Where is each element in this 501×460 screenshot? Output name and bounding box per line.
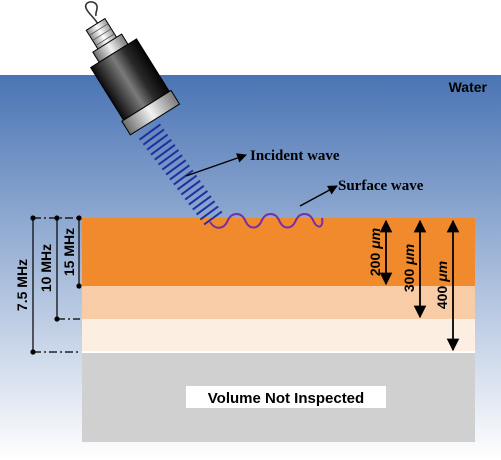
depth-arrows (379, 219, 460, 352)
incident-wave-front (173, 169, 194, 186)
incident-wave-front (157, 149, 180, 166)
incident-wave-front (146, 133, 169, 151)
incident-wave-front (180, 179, 201, 196)
depth-300-label: 300μm (401, 244, 417, 292)
depth-200-label: 200μm (367, 228, 383, 276)
incident-wave-front (203, 210, 223, 226)
incident-wave-front (154, 144, 176, 161)
surface-wave (209, 213, 324, 229)
surface-wave-arrow (299, 185, 338, 207)
incident-wave-front (199, 205, 219, 221)
incident-wave-arrow (185, 153, 247, 177)
incident-wave-front (138, 123, 162, 141)
incident-wave-front (150, 138, 172, 156)
incident-wave-front (184, 185, 205, 201)
frequency-markers (32, 217, 80, 353)
incident-wave-front (195, 200, 216, 216)
incident-wave-front (176, 174, 198, 191)
incident-wave-label: Incident wave (250, 148, 340, 164)
svg-text:300μm: 300μm (401, 244, 417, 292)
cable-icon (84, 1, 101, 29)
layer-200um (82, 218, 475, 286)
volume-not-inspected-label: Volume Not Inspected (208, 390, 364, 407)
ultrasonic-transducer-icon (85, 17, 181, 136)
incident-wave-front (165, 159, 187, 176)
volume-label-box (186, 386, 386, 408)
freq-10-mhz-label: 10 MHz (38, 244, 54, 292)
freq-15-mhz-label: 15 MHz (61, 228, 77, 276)
svg-text:200μm: 200μm (367, 228, 383, 276)
incident-wave-front (161, 154, 183, 171)
svg-text:400μm: 400μm (434, 261, 450, 309)
incident-wave-front (169, 164, 190, 181)
incident-wave-beam (138, 123, 223, 226)
freq-7-5-mhz-label: 7.5 MHz (14, 259, 30, 311)
depth-400-label: 400μm (434, 261, 450, 309)
layer-300um (82, 286, 475, 319)
layer-400um (82, 319, 475, 352)
incident-wave-front (192, 195, 212, 211)
incident-wave-front (142, 128, 165, 146)
surface-wave-label: Surface wave (338, 178, 424, 194)
incident-wave-front (188, 190, 209, 206)
water-label: Water (449, 79, 488, 95)
